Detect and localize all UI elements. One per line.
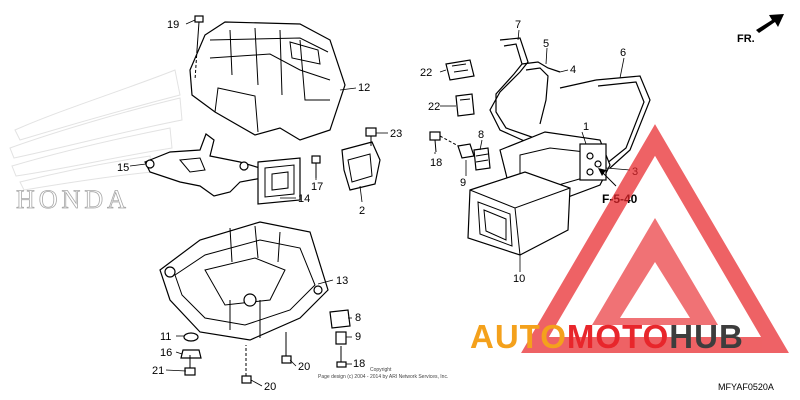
pipe-clip-22-upper — [445, 59, 475, 81]
watermark-brand-part-auto: AUTO — [470, 318, 567, 355]
callout-18-upper: 18 — [430, 157, 442, 169]
callout-8-upper: 8 — [478, 129, 484, 141]
callout-12: 12 — [358, 82, 370, 94]
copyright-line-2: Page design (c) 2004 - 2014 by ARI Netwo… — [318, 374, 448, 380]
part-bracket — [144, 133, 263, 197]
front-arrow-icon — [756, 14, 784, 33]
collar-11 — [183, 332, 199, 342]
callout-9-lower: 9 — [355, 331, 361, 343]
callout-19: 19 — [167, 19, 179, 31]
callout-20-lower: 20 — [264, 381, 276, 393]
bolt-18-lower — [336, 346, 347, 368]
part-cover — [189, 21, 346, 141]
front-direction-label: FR. — [737, 33, 755, 45]
bolt-21 — [184, 355, 196, 376]
brake-pipes — [489, 37, 651, 169]
watermark-brand-part-hub: HUB — [669, 318, 744, 355]
bolt-20-lower — [241, 345, 252, 384]
collar-9-lower — [335, 331, 347, 345]
nut-16 — [180, 349, 202, 359]
drawing-code: MFYAF0520A — [718, 382, 774, 392]
callout-9-upper: 9 — [460, 177, 466, 189]
callout-7: 7 — [515, 19, 521, 31]
callout-22-upper: 22 — [420, 67, 432, 79]
part-rubber-mount — [341, 141, 381, 191]
clip-23 — [365, 127, 377, 146]
part-grommet — [257, 157, 301, 205]
callout-21: 21 — [152, 365, 164, 377]
damper-8-upper — [473, 147, 491, 171]
watermark-brand-part-moto: MOTO — [566, 318, 670, 355]
callout-17: 17 — [311, 181, 323, 193]
part-tray — [159, 221, 329, 341]
damper-8-lower — [329, 309, 351, 329]
callout-5: 5 — [543, 38, 549, 50]
collar-9-upper — [457, 143, 475, 159]
callout-2: 2 — [359, 205, 365, 217]
reference-arrow — [598, 168, 617, 187]
callout-18-lower: 18 — [353, 358, 365, 370]
callout-20-middle: 20 — [298, 361, 310, 373]
copyright-line-1: Copyright — [370, 367, 392, 373]
bolt-19 — [194, 15, 204, 81]
callout-13: 13 — [336, 275, 348, 287]
callout-6: 6 — [620, 47, 626, 59]
part-control-unit — [467, 171, 571, 256]
callout-15: 15 — [117, 162, 129, 174]
bolt-20-middle — [281, 332, 292, 364]
honda-watermark-text: HONDA — [16, 185, 130, 214]
watermark-brand-text: AUTOMOTOHUB — [470, 318, 744, 356]
callout-22-lower: 22 — [428, 101, 440, 113]
bolt-18-upper — [429, 131, 463, 153]
callout-1: 1 — [583, 121, 589, 133]
callout-23: 23 — [390, 128, 402, 140]
callout-11: 11 — [160, 331, 171, 343]
honda-wing-watermark — [9, 69, 183, 191]
callout-14: 14 — [298, 193, 310, 205]
pipe-clip-22-lower — [455, 93, 475, 117]
leader-lines — [129, 19, 631, 387]
callout-4: 4 — [570, 64, 576, 76]
callout-16: 16 — [160, 347, 172, 359]
callout-10: 10 — [513, 273, 525, 285]
front-direction-indicator: FR. — [737, 14, 784, 45]
watermark-logo-icon — [521, 124, 789, 353]
callout-8-lower: 8 — [355, 312, 361, 324]
